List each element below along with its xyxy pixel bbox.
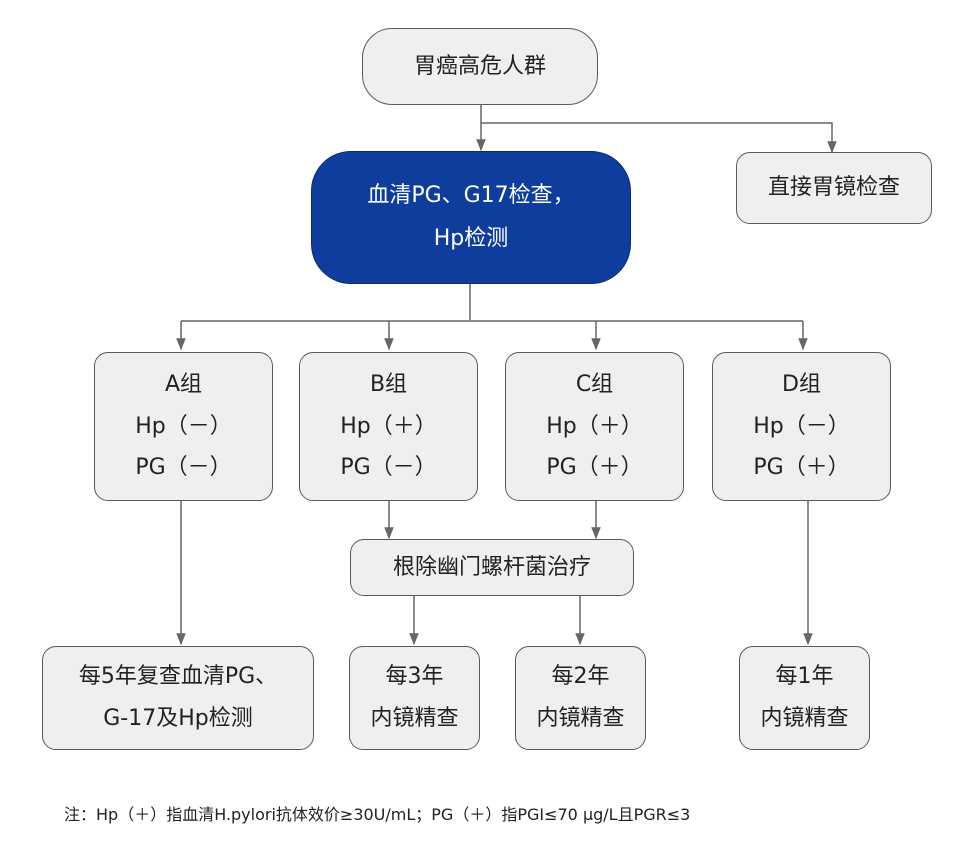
node-outcome-a: 每5年复查血清PG、 G-17及Hp检测: [42, 646, 314, 750]
node-serum-test: 血清PG、G17检查， Hp检测: [311, 151, 631, 284]
node-high-risk-group: 胃癌高危人群: [362, 28, 598, 105]
node-group-d: D组 Hp（－） PG（＋）: [712, 352, 891, 501]
group-hp: Hp（＋）: [340, 413, 437, 439]
group-pg: PG（－）: [340, 455, 437, 481]
group-hp: Hp（＋）: [546, 413, 643, 439]
node-hp-eradication: 根除幽门螺杆菌治疗: [350, 539, 634, 596]
node-label: 胃癌高危人群: [413, 53, 546, 79]
group-title: C组: [575, 371, 614, 397]
group-title: D组: [782, 371, 821, 397]
node-label: 直接胃镜检查: [767, 175, 900, 201]
node-label-line1: 血清PG、G17检查，: [367, 182, 575, 208]
outcome-line2: 内镜精查: [370, 706, 459, 731]
outcome-line1: 每2年: [551, 664, 610, 690]
node-outcome-2yr: 每2年 内镜精查: [515, 646, 646, 750]
group-hp: Hp（－）: [753, 413, 850, 439]
outcome-line1: 每1年: [775, 664, 834, 690]
node-label: 根除幽门螺杆菌治疗: [392, 554, 591, 580]
outcome-line2: G-17及Hp检测: [103, 706, 253, 731]
group-title: B组: [369, 371, 408, 397]
node-group-a: A组 Hp（－） PG（－）: [94, 352, 273, 501]
node-group-c: C组 Hp（＋） PG（＋）: [505, 352, 684, 501]
group-pg: PG（－）: [135, 455, 232, 481]
edge-root-to-direct: [481, 122, 837, 154]
outcome-line2: 内镜精查: [536, 706, 625, 731]
node-label-line2: Hp检测: [433, 225, 509, 251]
node-direct-gastroscopy: 直接胃镜检查: [736, 152, 932, 224]
outcome-line1: 每3年: [385, 664, 444, 690]
group-hp: Hp（－）: [135, 413, 232, 439]
node-group-b: B组 Hp（＋） PG（－）: [299, 352, 478, 501]
group-title: A组: [164, 371, 203, 397]
footnote: 注：Hp（＋）指血清H.pylori抗体效价≥30U/mL；PG（＋）指PGⅠ≤…: [64, 805, 691, 824]
group-pg: PG（＋）: [546, 455, 643, 481]
node-outcome-1yr: 每1年 内镜精查: [739, 646, 870, 750]
node-outcome-3yr: 每3年 内镜精查: [349, 646, 480, 750]
outcome-line1: 每5年复查血清PG、: [78, 664, 278, 690]
outcome-line2: 内镜精查: [760, 706, 849, 731]
group-pg: PG（＋）: [753, 455, 850, 481]
